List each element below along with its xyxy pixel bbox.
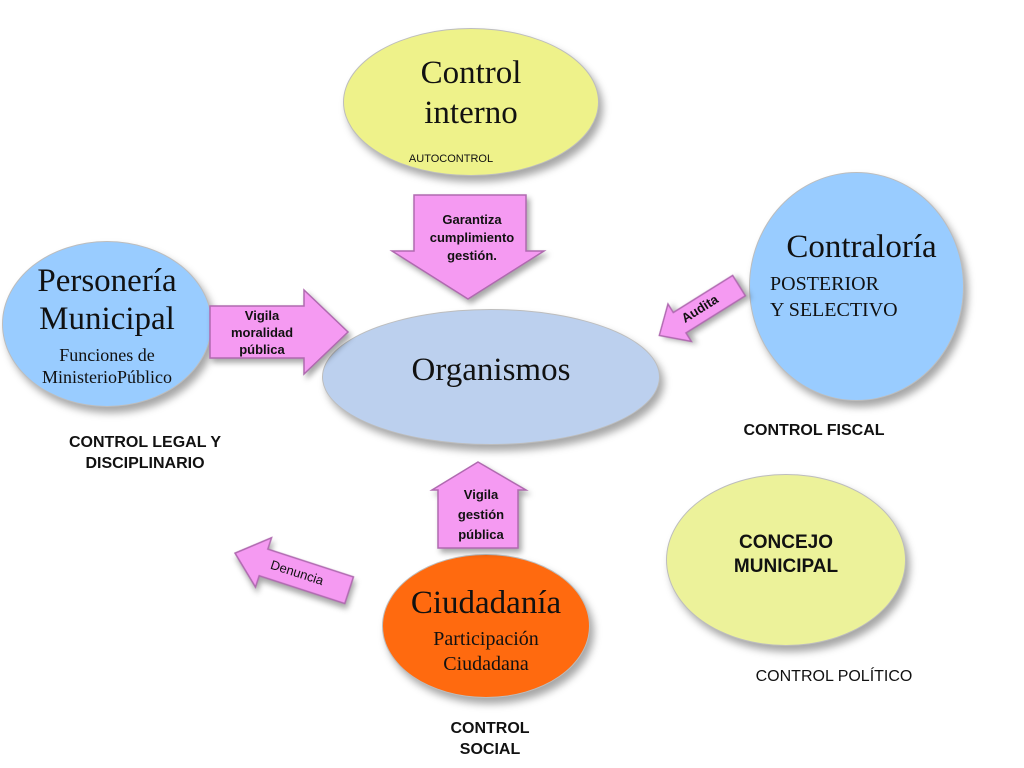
control-legal-caption: CONTROL LEGAL Y DISCIPLINARIO (68, 434, 221, 472)
autocontrol-label: AUTOCONTROL (408, 153, 494, 165)
control-interno-title: Control interno (420, 55, 522, 131)
vigila-gestion-label: Vigila gestión pública (457, 487, 505, 542)
concejo-title: CONCEJO MUNICIPAL (733, 532, 839, 577)
ciudadania-title: Ciudadanía (410, 585, 562, 621)
contraloria-sub: POSTERIOR Y SELECTIVO (770, 273, 898, 321)
denuncia-arrow (233, 536, 355, 605)
garantiza-label: Garantiza cumplimiento gestión. (429, 212, 515, 263)
control-social-caption: CONTROL SOCIAL (450, 720, 530, 758)
garantiza-arrow (389, 194, 547, 300)
personeria-node: Personería Municipal Funciones de Minist… (2, 241, 212, 407)
control-fiscal-caption: CONTROL FISCAL (743, 422, 885, 439)
personeria-title: Personería Municipal (37, 263, 177, 337)
concejo-node: CONCEJO MUNICIPAL (666, 474, 906, 646)
audita-arrow (658, 274, 747, 343)
vigila-moralidad-arrow (209, 288, 350, 376)
control-interno-node: Control interno AUTOCONTROL (343, 28, 599, 176)
contraloria-node: Contraloría POSTERIOR Y SELECTIVO (749, 172, 964, 401)
vigila-gestion-arrow (429, 461, 529, 549)
ciudadania-sub: Participación Ciudadana (433, 628, 539, 675)
control-politico-caption: CONTROL POLÍTICO (755, 668, 913, 685)
personeria-sub: Funciones de MinisterioPúblico (42, 345, 172, 387)
vigila-moralidad-label: Vigila moralidad pública (230, 308, 294, 357)
contraloria-title: Contraloría (786, 229, 937, 265)
organismos-title: Organismos (411, 352, 571, 388)
ciudadania-node: Ciudadanía Participación Ciudadana (382, 554, 590, 698)
organismos-node: Organismos (322, 309, 660, 445)
